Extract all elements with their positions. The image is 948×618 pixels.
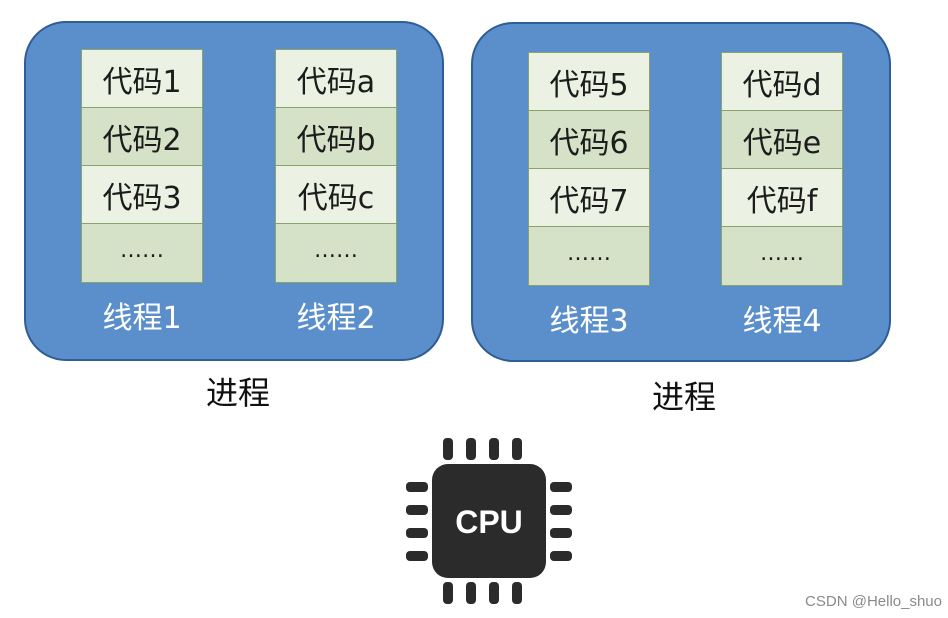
watermark: CSDN @Hello_shuo [805, 593, 942, 610]
code-cell-ellipsis: …… [722, 227, 842, 285]
code-cell: 代码b [276, 108, 396, 166]
code-cell-ellipsis: …… [82, 224, 202, 282]
thread-1: 代码1 代码2 代码3 …… 线程1 [81, 49, 203, 337]
thread-label: 线程2 [296, 301, 376, 336]
code-cell: 代码7 [529, 169, 649, 227]
thread-4: 代码d 代码e 代码f …… 线程4 [721, 52, 843, 340]
code-stack: 代码5 代码6 代码7 …… [528, 52, 650, 286]
code-cell: 代码e [722, 111, 842, 169]
thread-2: 代码a 代码b 代码c …… 线程2 [275, 49, 397, 337]
code-cell: 代码f [722, 169, 842, 227]
code-cell: 代码2 [82, 108, 202, 166]
code-cell: 代码6 [529, 111, 649, 169]
cpu-chip-icon: CPU [406, 438, 572, 604]
code-cell: 代码3 [82, 166, 202, 224]
process-label: 进程 [651, 378, 716, 416]
code-cell: 代码c [276, 166, 396, 224]
code-stack: 代码a 代码b 代码c …… [275, 49, 397, 283]
code-cell: 代码5 [529, 53, 649, 111]
code-cell-ellipsis: …… [276, 224, 396, 282]
code-cell: 代码a [276, 50, 396, 108]
code-cell: 代码d [722, 53, 842, 111]
process-box-2: 代码5 代码6 代码7 …… 线程3 代码d 代码e 代码f …… 线程4 [471, 22, 891, 362]
cpu-label: CPU [455, 504, 523, 540]
thread-label: 线程4 [742, 304, 822, 339]
thread-3: 代码5 代码6 代码7 …… 线程3 [528, 52, 650, 340]
code-cell: 代码1 [82, 50, 202, 108]
code-stack: 代码d 代码e 代码f …… [721, 52, 843, 286]
thread-label: 线程1 [102, 301, 182, 336]
code-stack: 代码1 代码2 代码3 …… [81, 49, 203, 283]
process-box-1: 代码1 代码2 代码3 …… 线程1 代码a 代码b 代码c …… 线程2 [24, 21, 444, 361]
process-label: 进程 [205, 374, 270, 412]
thread-label: 线程3 [549, 304, 629, 339]
code-cell-ellipsis: …… [529, 227, 649, 285]
